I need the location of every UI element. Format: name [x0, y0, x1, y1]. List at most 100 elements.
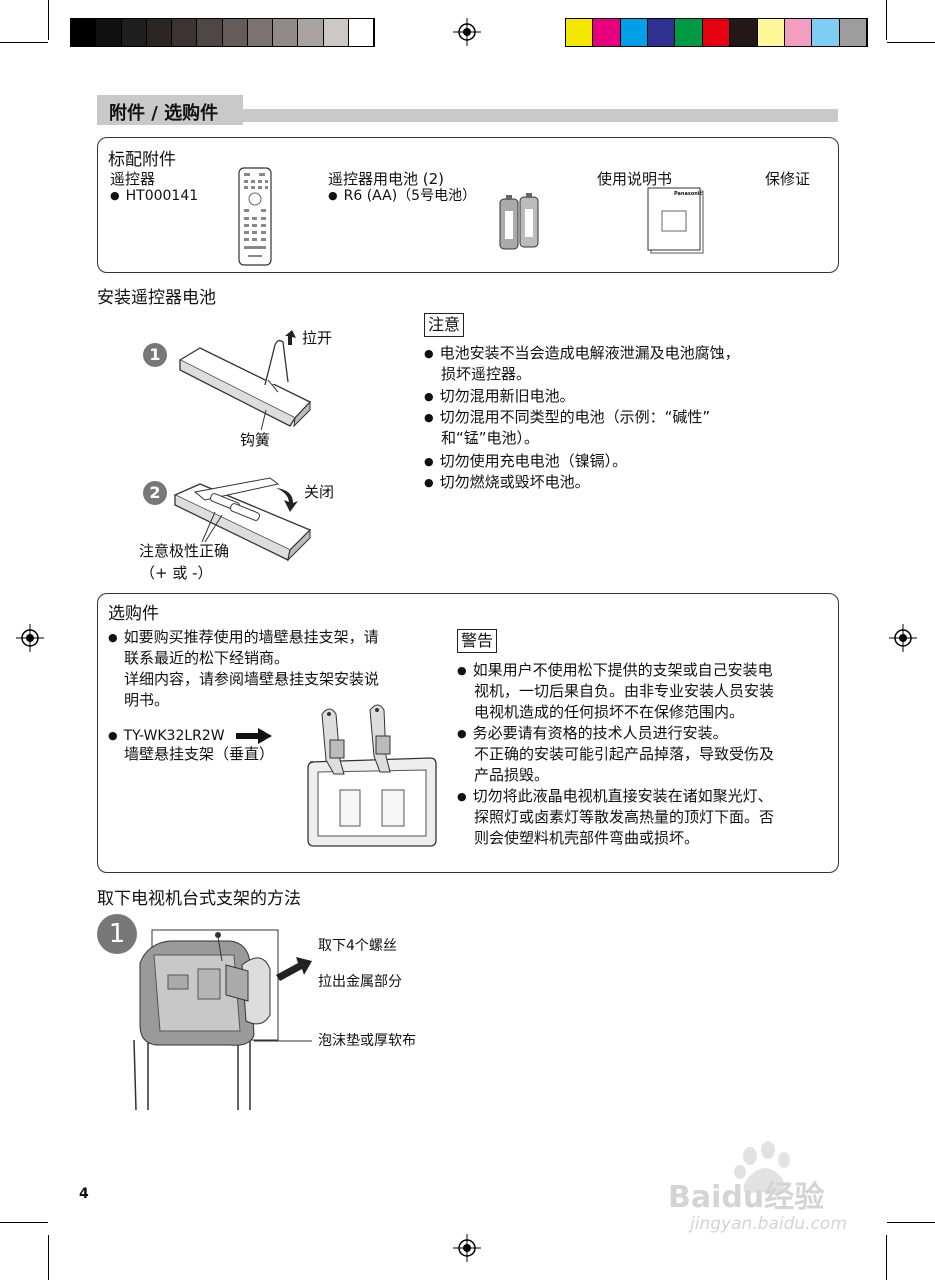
battery-model: R6 (AA)（5号电池） — [328, 186, 476, 207]
pull-metal-label: 拉出金属部分 — [318, 974, 402, 990]
section-header: 附件 / 选购件 — [97, 95, 838, 127]
caution-item: 切勿混用不同类型的电池（示例：“碱性” — [424, 407, 711, 429]
wall-bracket-model: TY-WK32LR2W — [108, 726, 225, 747]
caution-item: 切勿燃烧或毁坏电池。 — [424, 472, 590, 494]
caution-item: 切勿混用新旧电池。 — [424, 386, 575, 408]
caution-item: 切勿使用充电电池（镍镉）。 — [424, 451, 628, 473]
remote-control-icon — [238, 167, 272, 266]
wall-bracket-desc: 墙壁悬挂支架（垂直） — [124, 745, 275, 763]
gray-ramp — [70, 18, 375, 47]
color-swatch — [146, 19, 172, 46]
color-swatch — [96, 19, 122, 46]
polarity-line-2: （+ 或 -） — [140, 564, 213, 582]
optional-accessories-box — [97, 593, 839, 873]
warning-item-cont: 产品损毁。 — [474, 766, 550, 784]
color-swatch — [593, 19, 621, 46]
warning-item: 切勿将此液晶电视机直接安装在诸如聚光灯、 — [457, 786, 773, 808]
remove-screws-label: 取下4个螺丝 — [318, 938, 397, 954]
optional-line: 联系最近的松下经销商。 — [124, 649, 290, 667]
caution-item-cont: 和“锰”电池）。 — [441, 429, 540, 447]
standard-accessories-box — [97, 137, 839, 273]
color-swatch — [348, 19, 374, 46]
warning-item-cont: 视机，一切后果自负。由非专业安装人员安装 — [474, 682, 775, 700]
warning-item-cont: 则会使塑料机壳部件弯曲或损坏。 — [474, 829, 700, 847]
color-swatch — [675, 19, 703, 46]
crop-mark — [886, 0, 887, 40]
color-swatch — [784, 19, 813, 46]
warning-item-cont: 电视机造成的任何损坏不在保修范围内。 — [474, 703, 745, 721]
caution-item-cont: 损坏遥控器。 — [441, 365, 532, 383]
warning-tag: 警告 — [457, 629, 498, 653]
color-swatch — [812, 19, 840, 46]
manual-label: 使用说明书 — [597, 170, 673, 188]
close-arrow-icon — [276, 488, 298, 512]
baidu-watermark-url: jingyan.baidu.com — [690, 1214, 847, 1234]
optional-line: 详细内容，请参阅墙壁悬挂支架安装说 — [124, 670, 380, 688]
color-swatch — [730, 19, 758, 46]
stand-removal-heading: 取下电视机台式支架的方法 — [97, 889, 301, 909]
remote-close-illustration — [173, 477, 312, 562]
color-swatch — [323, 19, 349, 46]
polarity-line-1: 注意极性正确 — [139, 542, 230, 560]
color-bar — [565, 18, 868, 47]
warning-item-cont: 探照灯或卤素灯等散发高热量的顶灯下面。否 — [474, 808, 775, 826]
optional-line: 明书。 — [124, 691, 170, 709]
step-1-badge: 1 — [143, 343, 167, 367]
remote-label: 遥控器 — [110, 170, 156, 188]
crop-mark — [0, 42, 48, 43]
color-swatch — [121, 19, 147, 46]
color-swatch — [757, 19, 785, 46]
color-swatch — [620, 19, 649, 46]
caution-item: 电池安装不当会造成电解液泄漏及电池腐蚀， — [424, 343, 740, 365]
optional-heading: 选购件 — [108, 604, 159, 624]
crop-mark — [48, 1235, 49, 1280]
remote-model: HT000141 — [110, 186, 199, 207]
manual-book-icon — [647, 187, 704, 254]
step-2-badge: 2 — [143, 481, 167, 505]
baidu-watermark-logo: Baidu经验 — [668, 1180, 825, 1215]
standard-heading: 标配附件 — [108, 150, 176, 170]
warning-item: 务必要请有资格的技术人员进行安装。 — [457, 723, 728, 745]
hook-label: 钩簧 — [240, 431, 271, 449]
color-swatch — [71, 19, 97, 46]
warning-item-cont: 不正确的安装可能引起产品掉落，导致受伤及 — [474, 745, 775, 763]
baidu-paw-logo — [734, 1141, 790, 1194]
color-swatch — [197, 19, 223, 46]
crop-mark — [48, 0, 49, 40]
tv-stand-removal-illustration — [133, 929, 312, 1110]
remote-open-illustration — [178, 339, 312, 430]
color-swatch — [172, 19, 198, 46]
pull-arrow-icon — [285, 330, 296, 345]
color-swatch — [298, 19, 324, 46]
color-swatch — [566, 19, 594, 46]
warranty-label: 保修证 — [765, 170, 811, 188]
wall-bracket-illustration — [307, 704, 437, 847]
optional-line: 如要购买推荐使用的墙壁悬挂支架，请 — [108, 627, 379, 649]
crop-mark — [887, 1222, 935, 1223]
color-swatch — [702, 19, 731, 46]
battery-install-heading: 安装遥控器电池 — [97, 288, 216, 308]
close-label: 关闭 — [304, 483, 335, 501]
crop-mark — [0, 1222, 48, 1223]
color-swatch — [273, 19, 299, 46]
soft-cloth-label: 泡沫垫或厚软布 — [318, 1033, 416, 1049]
page-number: 4 — [79, 1186, 89, 1202]
battery-label: 遥控器用电池 (2) — [328, 170, 445, 188]
crop-mark — [886, 1235, 887, 1280]
registration-mark-icon — [453, 1234, 481, 1262]
registration-mark-icon — [16, 624, 44, 652]
pull-label: 拉开 — [302, 329, 333, 347]
caution-tag: 注意 — [424, 313, 465, 337]
color-swatch — [648, 19, 676, 46]
color-swatch — [247, 19, 273, 46]
registration-mark-icon — [889, 624, 917, 652]
color-swatch — [839, 19, 867, 46]
batteries-icon — [499, 193, 539, 250]
manual-brand: Panasonic — [674, 191, 703, 197]
section-title: 附件 / 选购件 — [109, 103, 219, 124]
stand-step-1-badge: 1 — [97, 914, 137, 954]
warning-item: 如果用户不使用松下提供的支架或自己安装电 — [457, 660, 773, 682]
crop-mark — [887, 42, 935, 43]
arrow-right-icon — [236, 728, 272, 744]
registration-mark-icon — [453, 18, 481, 46]
